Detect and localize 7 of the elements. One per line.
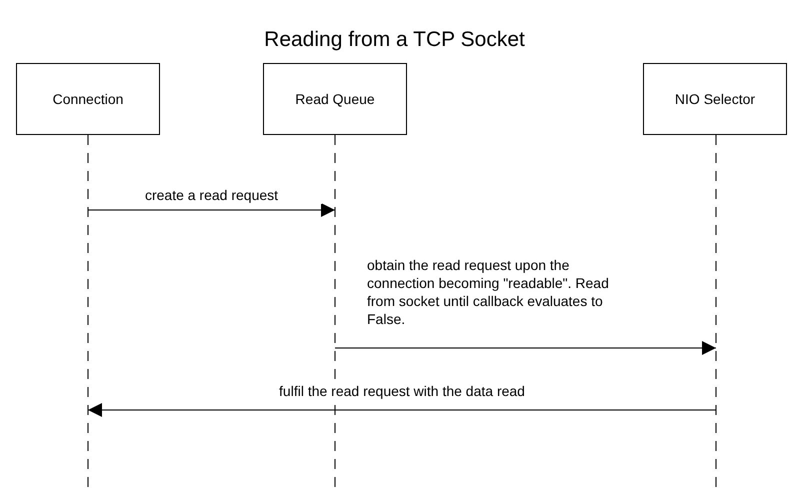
participant-name: NIO Selector bbox=[674, 91, 756, 107]
message-arrow bbox=[88, 203, 336, 217]
participant-name: Connection bbox=[52, 91, 124, 107]
message-arrow bbox=[88, 403, 716, 417]
participant-name: Read Queue bbox=[295, 91, 375, 107]
diagram-title: Reading from a TCP Socket bbox=[263, 28, 526, 52]
message-arrow bbox=[334, 341, 716, 355]
